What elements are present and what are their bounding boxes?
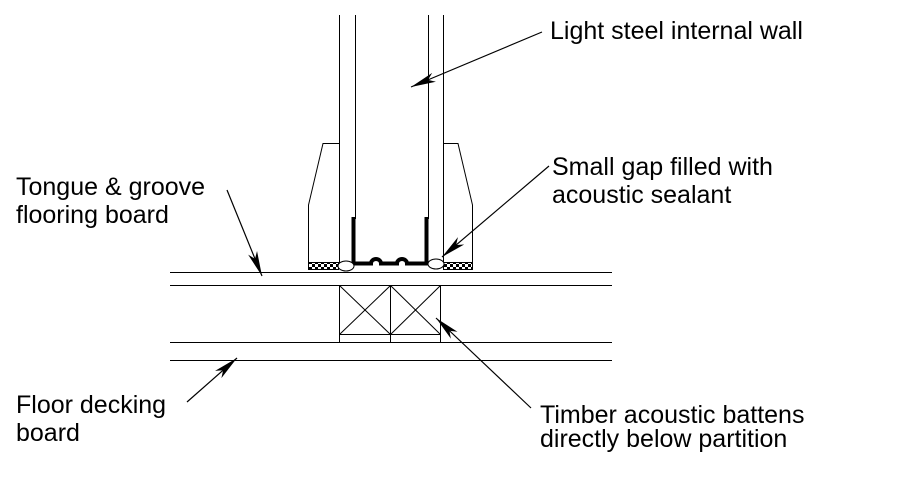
timber-acoustic-battens (339, 285, 441, 343)
label-floor-decking-line1: Floor decking (16, 391, 166, 419)
label-tongue-groove-line2: flooring board (16, 201, 169, 229)
leader-timber-battens (435, 317, 532, 409)
annotations: Light steel internal wall Tongue & groov… (16, 17, 804, 453)
batten-right-diagonal-b (390, 285, 441, 335)
plasterboard-linings (308, 143, 473, 262)
acoustic-sealant-beads (337, 258, 445, 272)
resilient-strip-right (443, 262, 473, 270)
plasterboard-right-outline (443, 143, 473, 262)
leader-floor-decking (186, 357, 238, 403)
label-floor-decking-line2: board (16, 419, 80, 447)
label-tongue-groove-line1: Tongue & groove (16, 173, 205, 201)
sealant-bead-right (427, 258, 445, 270)
leader-light-steel-wall (410, 31, 543, 88)
sealant-bead-left (337, 260, 355, 272)
label-timber-battens-line2: directly below partition (540, 425, 787, 453)
leader-lines (186, 31, 550, 409)
label-small-gap-line1: Small gap filled with (552, 153, 773, 181)
label-timber-battens-line1: Timber acoustic battens (540, 401, 804, 429)
leader-tongue-groove (226, 189, 263, 277)
steel-bottom-track-channel (351, 217, 429, 266)
light-steel-wall (339, 15, 444, 263)
label-light-steel-wall: Light steel internal wall (550, 17, 803, 45)
label-small-gap-line2: acoustic sealant (552, 181, 731, 209)
leader-small-gap (441, 165, 550, 258)
resilient-strip-left (308, 262, 339, 270)
batten-left-diagonal-b (339, 285, 391, 335)
plasterboard-left-outline (308, 143, 340, 262)
